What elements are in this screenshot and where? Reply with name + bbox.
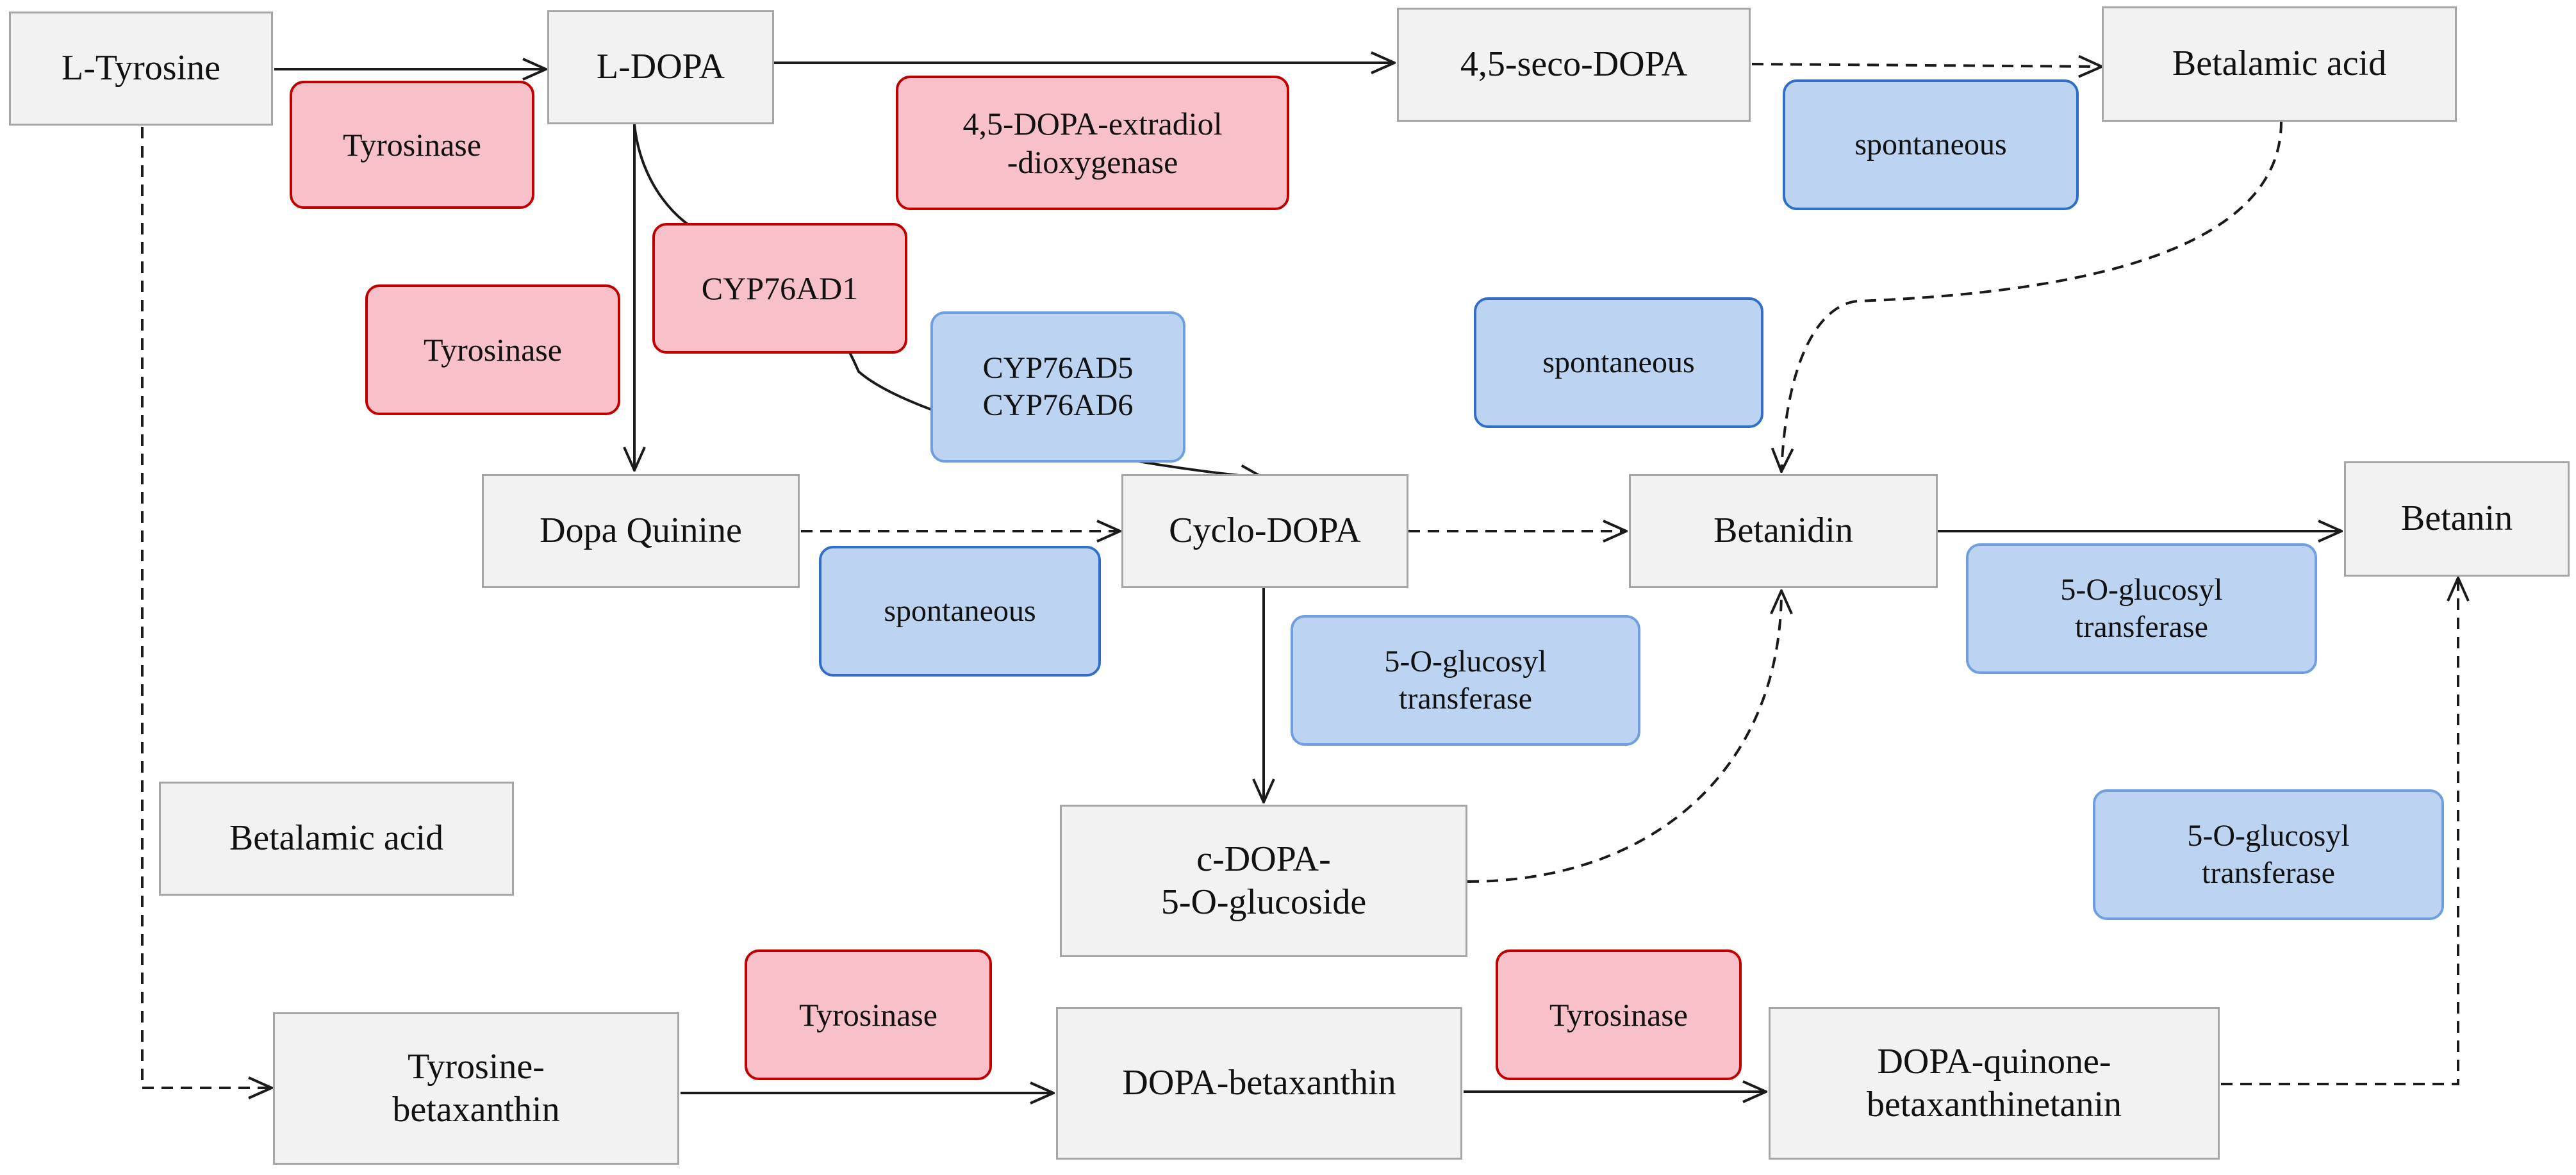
node-tyrosine-betaxanthin: Tyrosine- betaxanthin bbox=[273, 1012, 679, 1165]
node-betanin: Betanin bbox=[2344, 461, 2570, 577]
enzyme-tyrosinase-2: Tyrosinase bbox=[365, 284, 620, 415]
node-seco-dopa: 4,5-seco-DOPA bbox=[1397, 8, 1751, 122]
node-c-dopa-glucoside: c-DOPA- 5-O-glucoside bbox=[1060, 805, 1467, 957]
enzyme-spontaneous-1: spontaneous bbox=[1783, 79, 2079, 210]
enzyme-tyrosinase-3: Tyrosinase bbox=[745, 949, 992, 1080]
enzyme-extradiol-dioxygenase: 4,5-DOPA-extradiol -dioxygenase bbox=[896, 76, 1289, 210]
enzyme-tyrosinase-1: Tyrosinase bbox=[290, 81, 534, 209]
arrow-tyrosine-to-tyrbx bbox=[141, 127, 272, 1088]
enzyme-glucosyl-transferase-1: 5-O-glucosyl transferase bbox=[1291, 615, 1640, 746]
enzyme-cyp76ad5-6: CYP76AD5 CYP76AD6 bbox=[930, 311, 1185, 463]
node-dopa-betaxanthin: DOPA-betaxanthin bbox=[1056, 1007, 1462, 1160]
node-dopa-quinine: Dopa Quinine bbox=[482, 474, 800, 588]
enzyme-glucosyl-transferase-2: 5-O-glucosyl transferase bbox=[1966, 543, 2317, 674]
node-betalamic-acid-top: Betalamic acid bbox=[2102, 6, 2457, 122]
node-betanidin: Betanidin bbox=[1629, 474, 1938, 588]
node-betalamic-acid-left: Betalamic acid bbox=[159, 782, 514, 896]
node-l-tyrosine: L-Tyrosine bbox=[9, 12, 273, 126]
enzyme-spontaneous-3: spontaneous bbox=[819, 546, 1101, 677]
arrow-glucoside-to-betanidin bbox=[1467, 591, 1781, 883]
node-dopa-quinone-betaxanthin: DOPA-quinone- betaxanthinetanin bbox=[1769, 1007, 2220, 1160]
enzyme-cyp76ad1: CYP76AD1 bbox=[652, 223, 907, 354]
arrow-secodopa-to-betalamic bbox=[1751, 64, 2102, 67]
enzyme-spontaneous-2: spontaneous bbox=[1474, 297, 1763, 428]
node-cyclo-dopa: Cyclo-DOPA bbox=[1121, 474, 1408, 588]
enzyme-tyrosinase-4: Tyrosinase bbox=[1496, 949, 1742, 1080]
arrow-quinonebx-to-betanin bbox=[2221, 578, 2458, 1085]
node-l-dopa: L-DOPA bbox=[547, 10, 774, 124]
arrow-betalamic-to-betanidin bbox=[1781, 121, 2283, 472]
enzyme-glucosyl-transferase-3: 5-O-glucosyl transferase bbox=[2093, 789, 2444, 920]
